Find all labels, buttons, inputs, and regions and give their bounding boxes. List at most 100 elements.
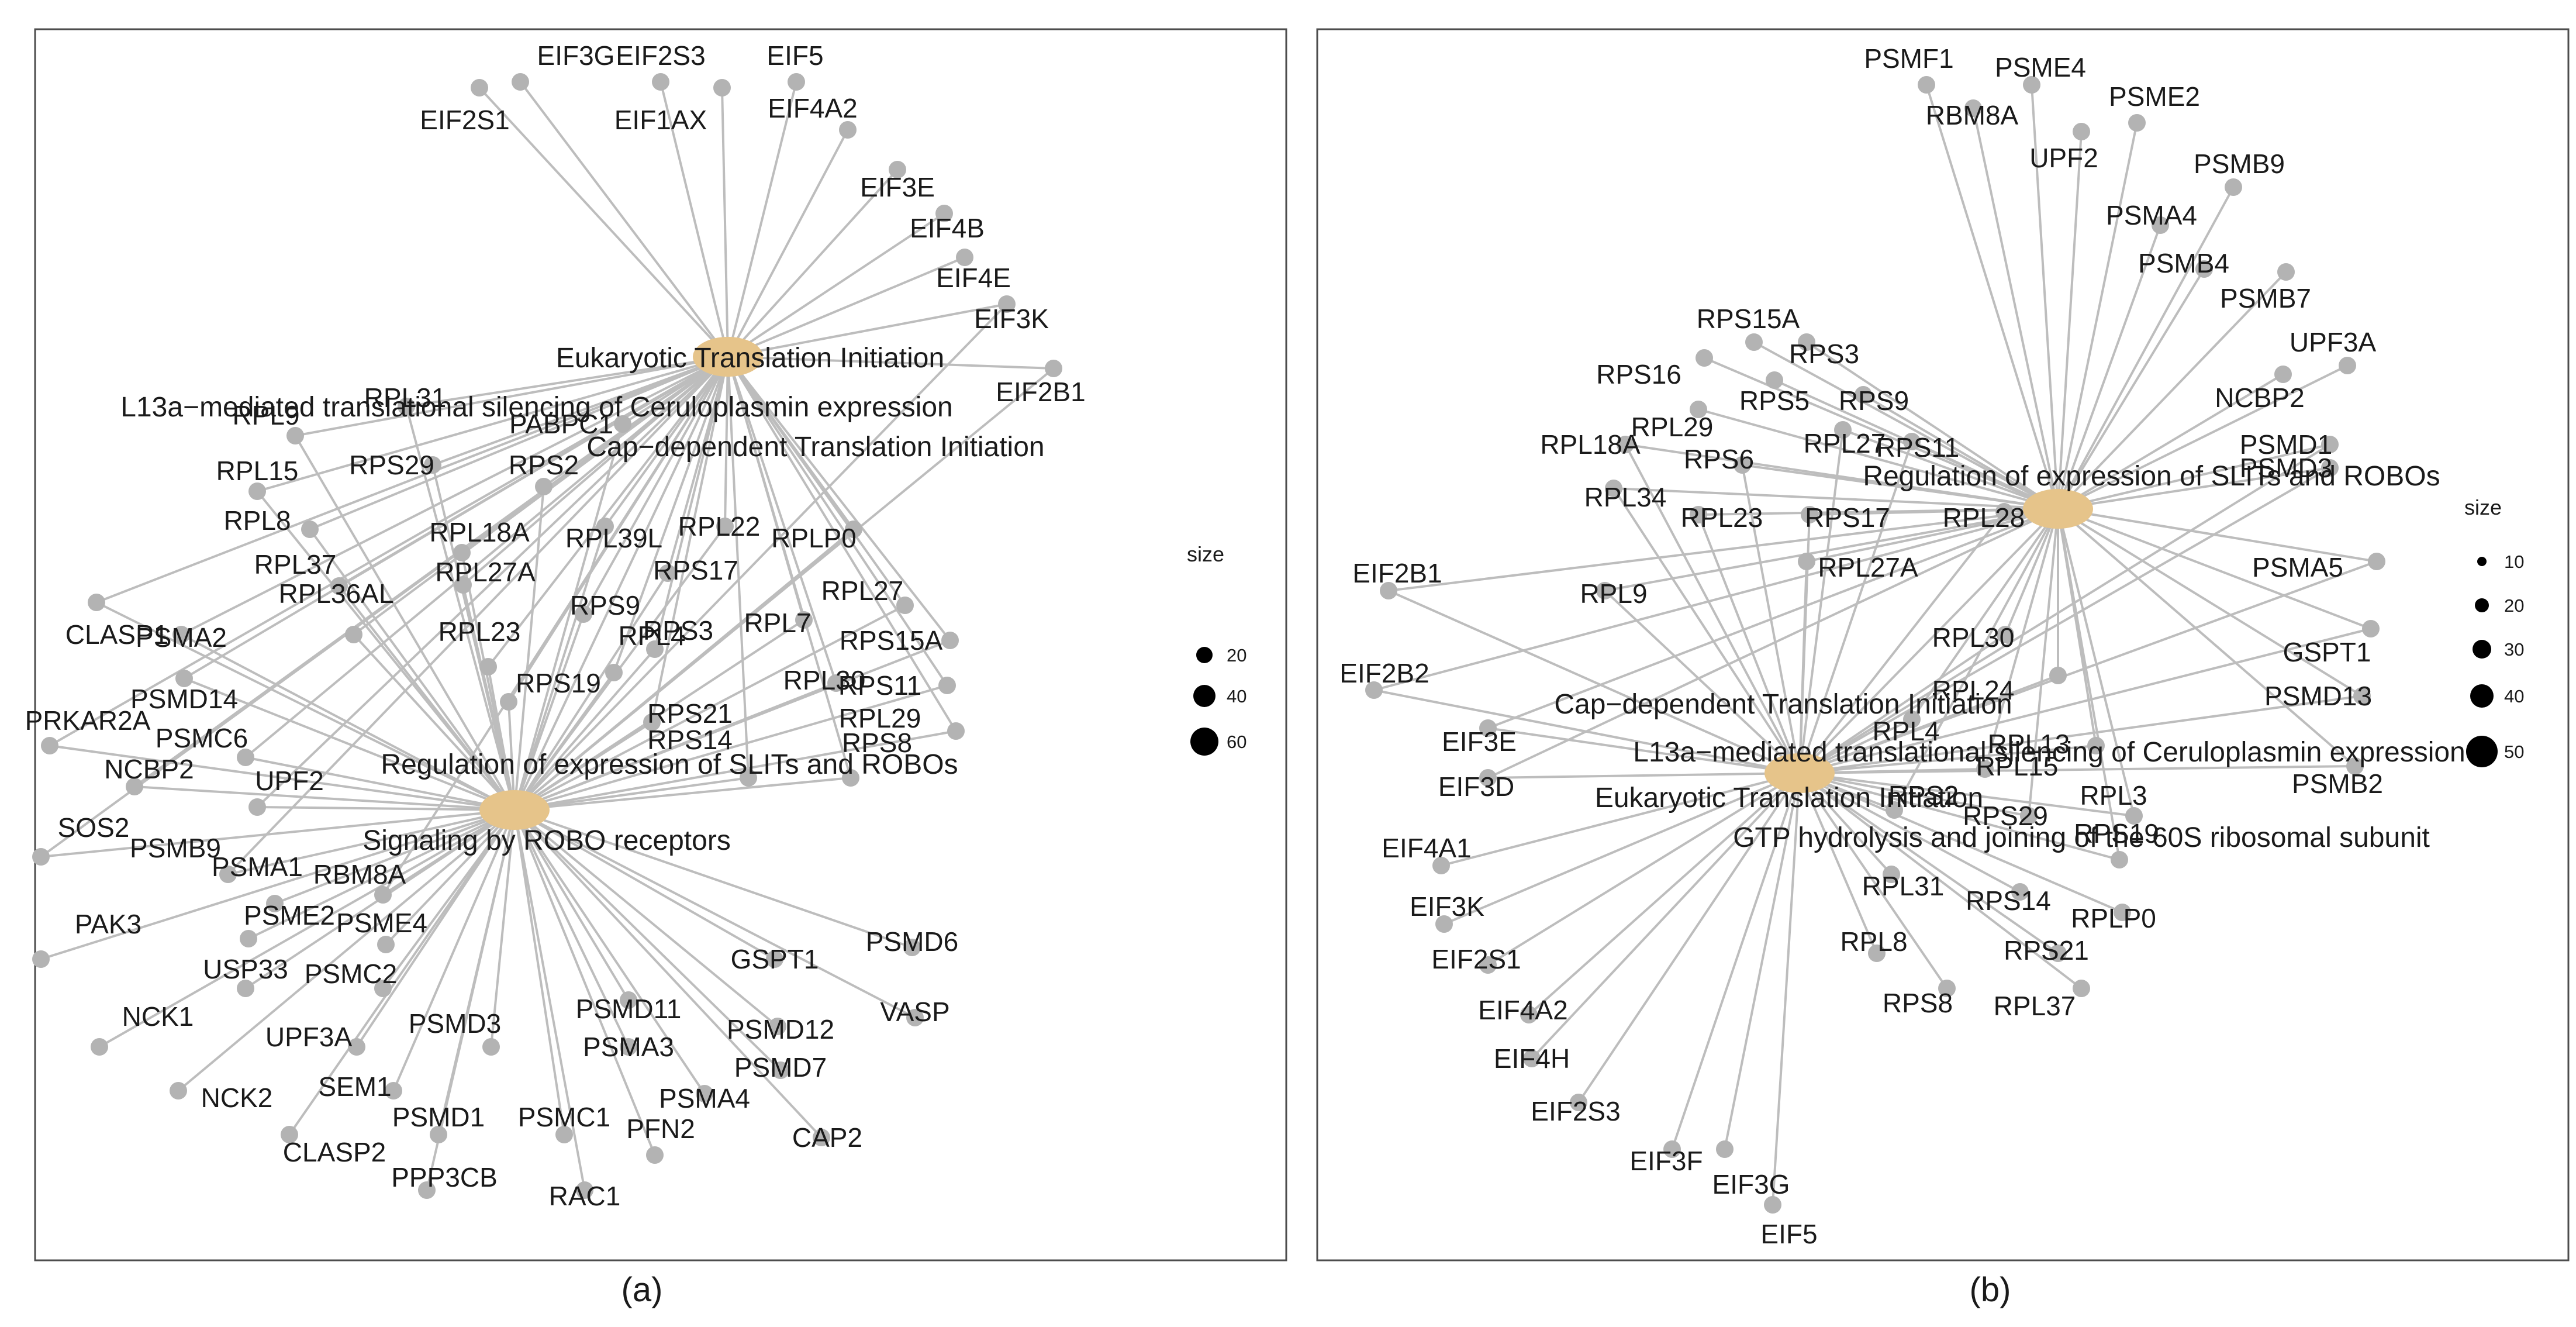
- edge: [1604, 508, 2059, 592]
- gene-node: [1918, 76, 1935, 94]
- edge: [727, 168, 899, 358]
- gene-node: [1995, 503, 2013, 521]
- gene-label: RPL27A: [1818, 552, 1918, 582]
- edge: [2031, 84, 2059, 509]
- gene-label: RPL37: [1994, 991, 2076, 1021]
- edge: [1612, 487, 1801, 774]
- gene-node: [1855, 386, 1872, 404]
- gene-label: CLASP2: [283, 1137, 386, 1167]
- gene-label: PSMB2: [2292, 768, 2383, 799]
- gene-node: [576, 1181, 593, 1199]
- edge: [1624, 444, 1801, 774]
- edge: [514, 809, 775, 960]
- edge: [1798, 773, 1878, 954]
- gene-node: [1903, 711, 1921, 728]
- gene-node: [772, 1061, 789, 1079]
- edge: [651, 356, 729, 723]
- edge: [514, 777, 851, 811]
- gene-label: RPS3: [1789, 339, 1859, 369]
- gene-node: [385, 1082, 402, 1099]
- edge: [1799, 628, 2371, 774]
- gene-node: [1868, 945, 1886, 962]
- gene-node: [2368, 553, 2385, 570]
- legend-size-dot: [2475, 598, 2489, 612]
- gene-node: [1883, 866, 1900, 883]
- gene-node: [1570, 1094, 1587, 1111]
- edge: [177, 809, 516, 1092]
- gene-node: [947, 722, 965, 740]
- gene-node: [88, 594, 105, 611]
- gene-label: RPS3: [643, 615, 713, 646]
- gene-node: [575, 605, 592, 623]
- gene-node: [2049, 945, 2067, 962]
- gene-node: [1716, 1140, 1734, 1158]
- gene-node: [175, 670, 193, 687]
- edge: [1862, 394, 2059, 510]
- gene-node: [769, 1018, 786, 1035]
- gene-label: RPLP0: [2071, 903, 2156, 933]
- gene-label: RPS14: [647, 725, 733, 755]
- gene-label: RPL27: [1804, 428, 1886, 459]
- gene-node: [1690, 401, 1707, 418]
- gene-label: EIF5: [1760, 1219, 1817, 1249]
- edge: [1798, 508, 2059, 774]
- edge: [727, 356, 948, 687]
- edge: [2057, 122, 2138, 509]
- gene-label: RPS17: [653, 555, 738, 585]
- legend-size-dot: [2466, 736, 2498, 767]
- gene-label: PAK3: [75, 909, 141, 939]
- gene-node: [643, 714, 661, 731]
- gene-node: [2195, 260, 2213, 278]
- edge: [1972, 108, 2059, 509]
- gene-label: RPL9: [1580, 578, 1647, 609]
- gene-node: [696, 1085, 713, 1102]
- edge: [1799, 674, 2059, 774]
- gene-label: UPF3A: [265, 1022, 353, 1052]
- edge: [1531, 772, 1801, 1060]
- gene-node: [646, 640, 664, 658]
- edge: [1799, 695, 2363, 774]
- gene-node: [482, 1038, 500, 1056]
- edge: [1809, 508, 2059, 516]
- gene-node: [1734, 456, 1751, 474]
- edge: [181, 356, 728, 636]
- gene-node: [1479, 956, 1497, 974]
- gene-label: PSME4: [336, 908, 427, 938]
- gene-label: PSMD7: [734, 1052, 827, 1083]
- edge: [513, 613, 585, 811]
- gene-label: RBM8A: [1926, 100, 2019, 130]
- term-label: Eukaryotic Translation Initiation: [1595, 783, 1983, 814]
- gene-node: [1596, 582, 1614, 599]
- gene-node: [2073, 980, 2090, 997]
- gene-label: GSPT1: [731, 944, 819, 974]
- gene-label: RPL27A: [435, 557, 536, 587]
- gene-node: [1997, 626, 2014, 643]
- gene-label: RPL15: [216, 456, 299, 486]
- gene-label: RPL31: [1862, 871, 1945, 901]
- gene-label: EIF2B1: [1352, 558, 1442, 588]
- gene-node: [614, 415, 631, 433]
- edge: [2057, 508, 2363, 697]
- edge: [2057, 225, 2161, 509]
- legend-size-dot: [1193, 685, 1216, 707]
- edge: [727, 356, 837, 684]
- edge: [727, 256, 965, 358]
- gene-node: [2073, 123, 2090, 140]
- edge: [1487, 508, 2059, 779]
- gene-label: RAC1: [549, 1181, 621, 1211]
- edge: [513, 572, 669, 811]
- edge: [1798, 561, 1808, 774]
- gene-label: PSMC1: [518, 1102, 610, 1132]
- gene-label: PRKAR2A: [25, 705, 151, 736]
- gene-node: [659, 564, 676, 582]
- gene-node: [646, 1146, 664, 1164]
- gene-label: PSMB9: [2194, 149, 2285, 179]
- edge: [1697, 514, 1801, 774]
- edge: [257, 806, 515, 811]
- gene-label: RPL9: [232, 400, 299, 430]
- gene-node: [2020, 807, 2038, 825]
- edge: [1798, 511, 2005, 774]
- gene-label: EIF3G: [1712, 1169, 1790, 1200]
- edge: [513, 528, 855, 811]
